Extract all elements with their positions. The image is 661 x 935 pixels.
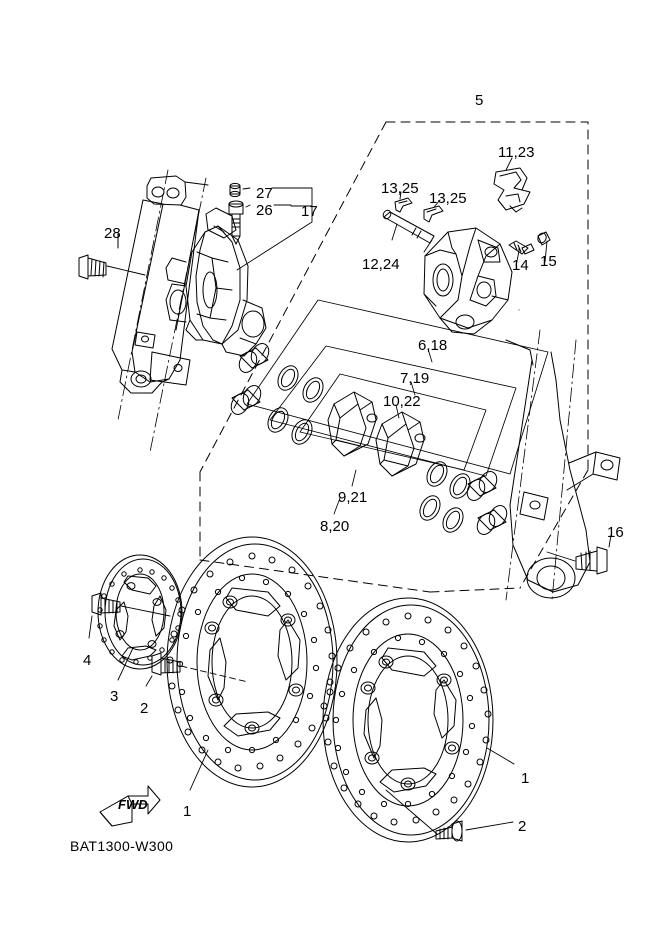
assembly-boundary-dashed <box>199 121 589 593</box>
seal-ring <box>426 461 448 487</box>
callout-28: 28 <box>104 225 121 242</box>
callout-2-left: 2 <box>140 700 149 717</box>
callout-7-19: 7,19 <box>400 370 430 387</box>
bolt-4 <box>91 592 121 616</box>
leader-boxes-central <box>246 299 549 477</box>
callout-3: 3 <box>110 688 119 705</box>
bolt-16 <box>575 546 608 575</box>
bleed-screw-14 <box>508 240 535 255</box>
callout-1-left: 1 <box>183 803 192 820</box>
right-fork-leg <box>505 309 621 599</box>
callout-2-right: 2 <box>518 818 527 835</box>
piston-8-20-c <box>466 471 498 501</box>
clip-13-25-a <box>394 197 413 213</box>
part-26-union-bolt <box>228 200 244 245</box>
callout-16: 16 <box>607 524 624 541</box>
part-27-plug <box>229 182 241 198</box>
seal-ring <box>277 365 299 391</box>
callout-4: 4 <box>83 652 92 669</box>
callout-26: 26 <box>256 202 273 219</box>
brake-disc-left <box>166 536 338 788</box>
piston-8-20-b <box>230 385 262 415</box>
piston-8-20-a <box>238 343 270 373</box>
callout-17: 17 <box>301 203 318 220</box>
callout-12-24: 12,24 <box>362 256 400 273</box>
bolt-28 <box>78 254 107 280</box>
callout-1-right: 1 <box>521 770 530 787</box>
brake-pad-a <box>327 391 378 457</box>
callout-14: 14 <box>512 257 529 274</box>
callout-13-25-b: 13,25 <box>429 190 467 207</box>
bolt-2-right <box>435 820 463 842</box>
piston-seal-pad-group <box>230 343 508 535</box>
left-fork-leg <box>111 175 200 394</box>
fwd-label: FWD <box>118 797 148 812</box>
brake-disc-right <box>322 597 494 843</box>
pad-pin-12-24 <box>382 209 435 244</box>
drawing-code: BAT1300-W300 <box>70 838 174 854</box>
seal-ring <box>442 507 464 533</box>
pad-spring-11-23 <box>493 167 531 213</box>
seal-ring <box>302 377 324 403</box>
callout-11-23: 11,23 <box>498 144 535 161</box>
callout-6-18: 6,18 <box>418 337 448 354</box>
fwd-arrow-icon <box>99 785 161 827</box>
callout-27: 27 <box>256 185 273 202</box>
leader-17 <box>236 187 313 271</box>
sensor-rotor-3 <box>97 554 183 670</box>
callout-10-22: 10,22 <box>383 393 421 410</box>
callout-15: 15 <box>540 253 557 270</box>
clip-13-25-b <box>423 205 444 223</box>
callout-13-25-a: 13,25 <box>381 180 419 197</box>
left-fork-inner-tube <box>175 181 209 331</box>
callout-5: 5 <box>475 92 484 109</box>
bleed-cap-15 <box>537 231 551 246</box>
brake-pad-b <box>375 411 426 477</box>
center-lines <box>117 169 577 601</box>
callout-9-21: 9,21 <box>338 489 368 506</box>
exploded-caliper-body <box>423 227 513 335</box>
bolt-2-left <box>151 652 181 676</box>
left-caliper-assembly <box>165 207 267 357</box>
piston-8-20-d <box>476 505 508 535</box>
seal-ring <box>419 495 441 521</box>
callout-8-20: 8,20 <box>320 518 350 535</box>
